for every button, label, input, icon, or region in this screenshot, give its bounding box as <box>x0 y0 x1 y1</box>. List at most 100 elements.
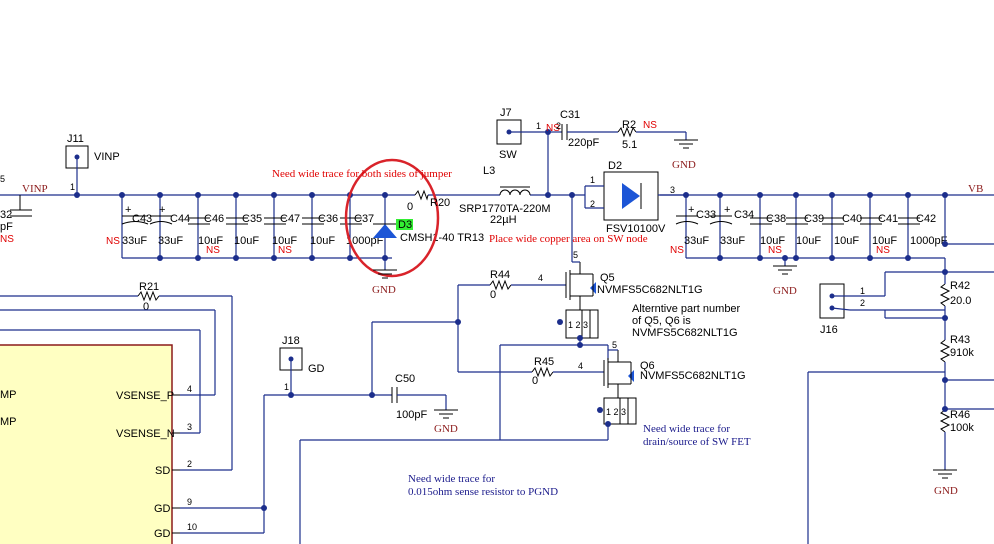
svg-text:R43: R43 <box>950 334 970 346</box>
svg-text:100k: 100k <box>950 422 974 434</box>
svg-text:20.0: 20.0 <box>950 295 971 307</box>
resistor-r46: R46 100k <box>939 409 974 434</box>
inductor-l3: L3 SRP1770TA-220M 22µH <box>459 165 551 226</box>
capacitor-c34: + C34 33uF <box>709 195 754 258</box>
svg-text:+: + <box>125 204 131 216</box>
svg-text:J18: J18 <box>282 335 300 347</box>
svg-text:FSV10100V: FSV10100V <box>606 223 666 235</box>
svg-text:C35: C35 <box>242 213 262 225</box>
svg-text:910k: 910k <box>950 347 974 359</box>
svg-text:C31: C31 <box>560 109 580 121</box>
svg-text:0: 0 <box>143 301 149 313</box>
resistor-r45: R45 0 4 <box>458 356 590 387</box>
net-label-vb: VB <box>968 183 983 195</box>
svg-text:33uF: 33uF <box>158 235 183 247</box>
svg-text:NS: NS <box>278 245 292 256</box>
svg-text:0: 0 <box>407 201 413 213</box>
svg-text:R2: R2 <box>622 119 636 131</box>
j11-ref: J11 <box>67 133 84 145</box>
svg-text:R45: R45 <box>534 356 554 368</box>
svg-text:10uF: 10uF <box>796 235 821 247</box>
svg-text:C46: C46 <box>204 213 224 225</box>
svg-text:GND: GND <box>934 485 958 497</box>
svg-text:C33: C33 <box>696 209 716 221</box>
d3-value: CMSH1-40 TR13 <box>400 232 484 244</box>
capacitor-c46: C46 10uF NS <box>188 195 224 258</box>
note-fet-2: drain/source of SW FET <box>643 436 751 448</box>
svg-text:1 2 3: 1 2 3 <box>606 407 626 417</box>
svg-text:NS: NS <box>546 123 560 134</box>
svg-text:J7: J7 <box>500 107 512 119</box>
capacitor-c36: C36 10uF <box>302 195 338 258</box>
svg-text:NS: NS <box>0 234 14 245</box>
svg-text:C42: C42 <box>916 213 936 225</box>
ic-pin-vsense-n: VSENSE_N 3 <box>116 422 192 440</box>
svg-text:C34: C34 <box>734 209 754 221</box>
connector-j18: J18 GD 1 <box>279 335 325 395</box>
svg-text:SW: SW <box>499 149 517 161</box>
svg-text:GND: GND <box>773 285 797 297</box>
svg-text:1: 1 <box>590 175 595 185</box>
svg-text:R42: R42 <box>950 280 970 292</box>
svg-text:VSENSE_N: VSENSE_N <box>116 428 175 440</box>
diode-d3: D3 CMSH1-40 TR13 <box>373 195 484 270</box>
svg-text:C40: C40 <box>842 213 862 225</box>
svg-text:NS: NS <box>643 120 657 131</box>
ground-d3: GND <box>372 269 397 296</box>
svg-text:MP: MP <box>0 416 17 428</box>
svg-text:10: 10 <box>187 522 197 532</box>
svg-text:3: 3 <box>670 185 675 195</box>
svg-text:1: 1 <box>536 121 541 131</box>
svg-text:C38: C38 <box>766 213 786 225</box>
svg-text:33uF: 33uF <box>122 235 147 247</box>
svg-text:22µH: 22µH <box>490 214 517 226</box>
svg-text:10uF: 10uF <box>310 235 335 247</box>
svg-text:GND: GND <box>434 423 458 435</box>
svg-text:SD: SD <box>155 465 170 477</box>
note-alt-3: NVMFS5C682NLT1G <box>632 327 738 339</box>
svg-text:MP: MP <box>0 389 17 401</box>
net-label-vinp: VINP <box>22 183 48 195</box>
svg-text:2: 2 <box>590 199 595 209</box>
svg-text:D2: D2 <box>608 160 622 172</box>
svg-text:9: 9 <box>187 497 192 507</box>
svg-text:SRP1770TA-220M: SRP1770TA-220M <box>459 203 551 215</box>
capacitor-c40: C40 10uF <box>822 195 862 258</box>
note-alt-1: Alterntive part number <box>632 303 741 315</box>
svg-text:C50: C50 <box>395 373 415 385</box>
svg-text:0: 0 <box>490 289 496 301</box>
svg-text:33uF: 33uF <box>684 235 709 247</box>
svg-text:C41: C41 <box>878 213 898 225</box>
note-sw-node: Place wide copper area on SW node <box>489 233 648 245</box>
svg-text:1000pF: 1000pF <box>910 235 948 247</box>
resistor-r43: R43 910k <box>939 334 974 363</box>
capacitor-c47: C47 10uF NS <box>264 195 300 258</box>
svg-text:5: 5 <box>573 250 578 260</box>
j11-label: VINP <box>94 151 120 163</box>
svg-text:Q5: Q5 <box>600 272 615 284</box>
note-jumper: Need wide trace for both sides of jumper <box>272 168 452 180</box>
svg-text:J16: J16 <box>820 324 838 336</box>
svg-text:2: 2 <box>860 298 865 308</box>
resistor-r42: R42 20.0 <box>939 280 971 307</box>
note-fet-1: Need wide trace for <box>643 423 730 435</box>
capacitor-c31: C31 220pF NS 2 <box>546 109 618 149</box>
svg-text:1: 1 <box>284 382 289 392</box>
capacitor-c32: 32 pF NS <box>0 195 32 245</box>
svg-text:10uF: 10uF <box>760 235 785 247</box>
svg-text:L3: L3 <box>483 165 495 177</box>
capacitor-c41: C41 10uF NS <box>860 195 898 258</box>
ic-block: MP MP VSENSE_P 4 VSENSE_N 3 SD 2 GD 9 GD… <box>0 344 197 544</box>
svg-text:pF: pF <box>0 221 13 233</box>
ic-pin-gd-9: GD 9 <box>154 497 192 515</box>
ic-pin-sd: SD 2 <box>155 459 192 477</box>
svg-text:10uF: 10uF <box>834 235 859 247</box>
svg-text:C39: C39 <box>804 213 824 225</box>
svg-text:GD: GD <box>154 503 171 515</box>
note-alt-2: of Q5, Q6 is <box>632 315 691 327</box>
connector-j11: J11 VINP 1 <box>65 133 120 195</box>
svg-text:10uF: 10uF <box>198 235 223 247</box>
svg-text:NS: NS <box>768 245 782 256</box>
svg-text:GND: GND <box>672 159 696 171</box>
mosfet-q5: 1 2 3 5 Q5 NVMFS5C682NLT1G <box>548 250 703 339</box>
